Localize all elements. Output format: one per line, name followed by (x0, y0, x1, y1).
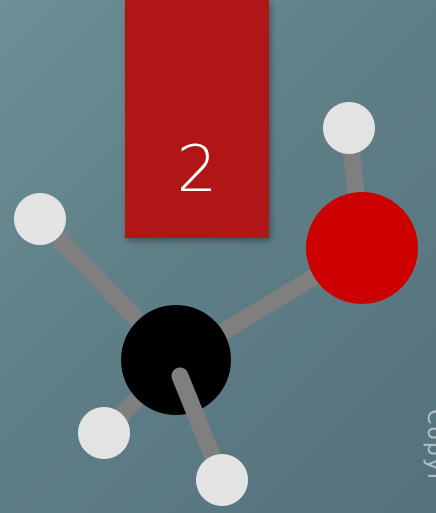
oxygen-atom (306, 192, 418, 304)
hydrogen-atom-bottom-left (78, 407, 130, 459)
hydrogen-atom-top-right (323, 102, 375, 154)
step-number: 2 (176, 133, 218, 207)
step-number-badge: 2 (125, 0, 269, 238)
copyright-watermark: Copyr (422, 409, 436, 484)
hydrogen-atom-top-left (14, 193, 66, 245)
carbon-atom (121, 305, 231, 415)
hydrogen-atom-bottom (196, 454, 248, 506)
